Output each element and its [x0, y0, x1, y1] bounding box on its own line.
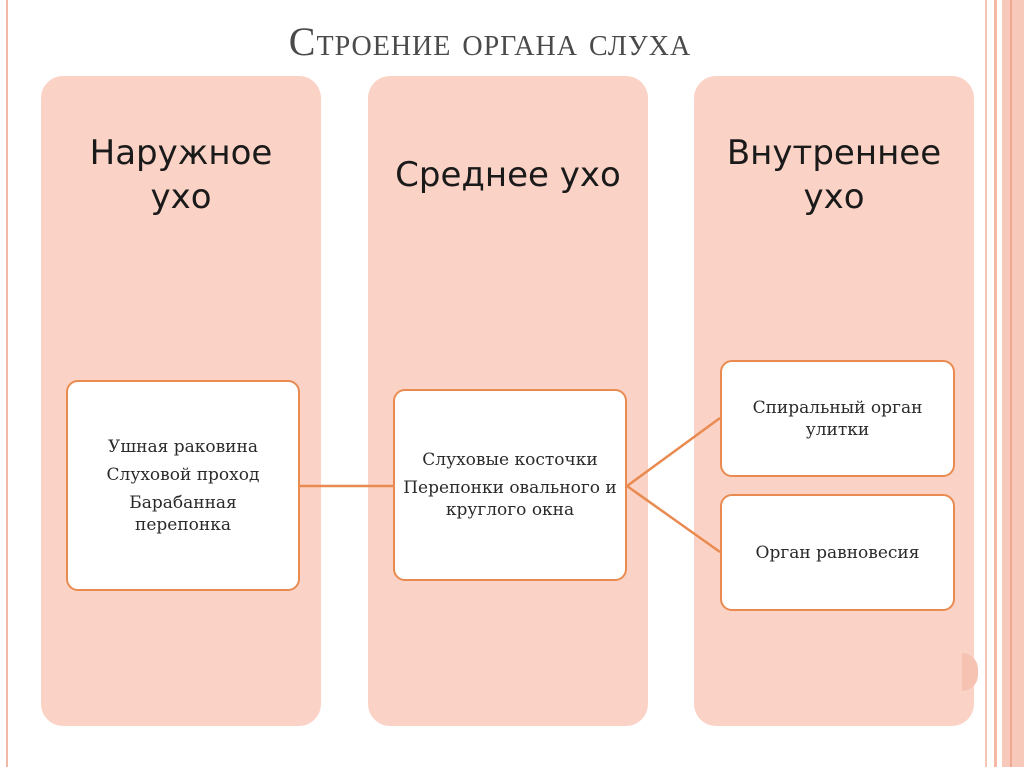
slide-title: Строение органа слуха — [288, 19, 692, 64]
spiral-organ-box: Спиральный орган улитки — [720, 360, 955, 477]
list-item-window-membranes: Перепонки овального и круглого окна — [403, 478, 617, 520]
middle-ear-parts-box: Слуховые косточки Перепонки овального и … — [393, 389, 627, 581]
outer-ear-parts-box: Ушная раковина Слуховой проход Барабанна… — [66, 380, 300, 591]
list-item-ear-canal: Слуховой проход — [106, 464, 260, 485]
left-frame-line — [6, 0, 8, 767]
list-item-ossicles: Слуховые косточки — [422, 450, 598, 470]
right-decorative-stripes — [980, 0, 1024, 767]
decorative-half-circle — [962, 653, 978, 691]
column-heading-outer-ear: Наружное ухо — [89, 133, 273, 217]
balance-organ-box: Орган равновесия — [720, 494, 955, 611]
list-item-balance-organ: Орган равновесия — [755, 542, 920, 563]
column-heading-inner-ear: Внутреннее ухо — [726, 133, 942, 217]
list-item-eardrum: Барабанная перепонка — [129, 492, 237, 535]
list-item-spiral-organ: Спиральный орган улитки — [752, 397, 923, 440]
list-item-auricle: Ушная раковина — [108, 436, 258, 457]
column-heading-middle-ear: Среднее ухо — [395, 155, 621, 195]
